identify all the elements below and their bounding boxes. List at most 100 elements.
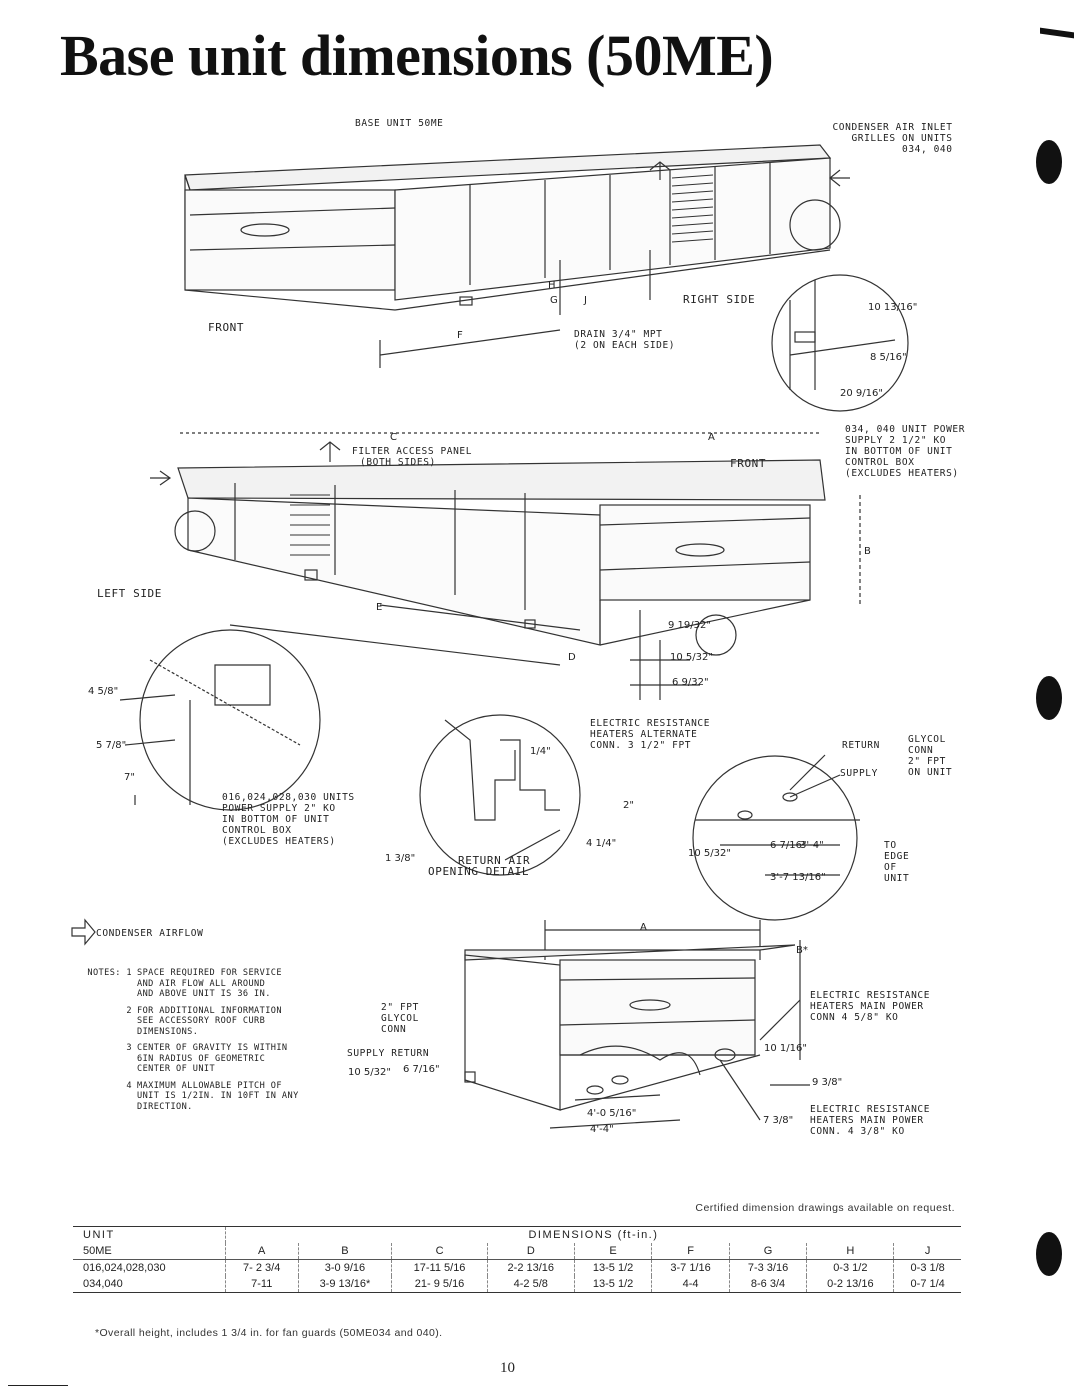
- dim-6-7: 6 7/16": [770, 840, 807, 851]
- table-cell: 0-3 1/8: [893, 1259, 961, 1276]
- dim-1-4: 1/4": [530, 746, 551, 757]
- dim-4-0: 4'-0 5/16": [587, 1108, 637, 1119]
- table-cell: 13-5 1/2: [573, 1259, 652, 1276]
- heaters-main-label-1: ELECTRIC RESISTANCE HEATERS MAIN POWER C…: [810, 990, 931, 1023]
- column-header: G: [728, 1243, 807, 1260]
- glycol-conn-label: GLYCOL CONN 2" FPT ON UNIT: [908, 734, 953, 778]
- table-cell: 0-2 13/16: [806, 1276, 894, 1293]
- condenser-air-inlet-label: CONDENSER AIR INLET GRILLES ON UNITS 034…: [832, 122, 953, 155]
- power-supply-016-label: 016,024,028,030 UNITS POWER SUPPLY 2" KO…: [222, 792, 355, 847]
- dim-8-5: 8 5/16": [870, 352, 907, 363]
- column-header: B: [297, 1243, 392, 1260]
- dim-4-4: 4'-4": [590, 1124, 614, 1135]
- dim-3-7: 3'-7 13/16": [770, 872, 826, 883]
- page-number: 10: [500, 1360, 515, 1376]
- return-air-label: RETURN AIR OPENING DETAIL: [428, 854, 531, 878]
- dim-6-7b: 6 7/16": [403, 1064, 440, 1075]
- dim-7: 7": [124, 772, 135, 783]
- front-label-mid: FRONT: [730, 457, 767, 470]
- table-cell: 8-6 3/4: [728, 1276, 807, 1293]
- dim-h: H: [548, 280, 556, 291]
- supply-return-label: SUPPLY RETURN: [347, 1048, 430, 1059]
- to-edge-label: TO EDGE OF UNIT: [884, 840, 910, 884]
- table-cell: 13-5 1/2: [573, 1276, 652, 1293]
- table-cell: 3-7 1/16: [651, 1259, 730, 1276]
- dim-3-4: 3'-4": [800, 840, 824, 851]
- table-cell: 7-11: [224, 1276, 299, 1293]
- table-row: 034,040 7-11 3-9 13/16* 21- 9 5/16 4-2 5…: [73, 1276, 961, 1293]
- table-cell: 2-2 13/16: [486, 1259, 575, 1276]
- dim-f: F: [457, 330, 463, 341]
- dim-4-5: 4 5/8": [88, 686, 119, 697]
- table-row: 016,024,028,030 7- 2 3/4 3-0 9/16 17-11 …: [73, 1259, 961, 1276]
- front-label-top: FRONT: [208, 321, 245, 334]
- table-cell: 0-3 1/2: [806, 1259, 894, 1276]
- note-item: NOTES: 1 SPACE REQUIRED FOR SERVICE AND …: [87, 968, 282, 999]
- column-header: A: [224, 1243, 299, 1260]
- filter-access-label: FILTER ACCESS PANEL (BOTH SIDES): [352, 446, 473, 468]
- column-header: J: [893, 1243, 961, 1260]
- dim-10-5c: 10 5/32": [348, 1067, 391, 1078]
- dimensions-table: UNIT DIMENSIONS (ft-in.) 50ME A B C D E …: [73, 1226, 961, 1293]
- dim-1-3: 1 3/8": [385, 853, 416, 864]
- column-header: D: [486, 1243, 575, 1260]
- note-item: 2 FOR ADDITIONAL INFORMATION SEE ACCESSO…: [126, 1005, 282, 1037]
- dim-a-low: A: [640, 922, 647, 933]
- table-cell: 4-4: [651, 1276, 730, 1293]
- table-cell: 4-2 5/8: [486, 1276, 575, 1293]
- condenser-airflow-label: CONDENSER AIRFLOW: [96, 928, 204, 939]
- binder-hole-top: [1036, 140, 1062, 184]
- dim-j: J: [584, 295, 587, 306]
- table-cell: 7-3 3/16: [728, 1259, 807, 1276]
- dimensions-header: DIMENSIONS (ft-in.): [224, 1226, 961, 1243]
- dim-c: C: [390, 432, 397, 443]
- dim-b: B: [864, 546, 871, 557]
- note-item: 3 CENTER OF GRAVITY IS WITHIN 6IN RADIUS…: [126, 1043, 288, 1074]
- dim-6-9: 6 9/32": [672, 677, 709, 688]
- dim-5-7: 5 7/8": [96, 740, 127, 751]
- column-header: H: [806, 1243, 894, 1260]
- page-title: Base unit dimensions (50ME): [60, 23, 774, 88]
- table-cell: 17-11 5/16: [391, 1259, 488, 1276]
- column-header: F: [651, 1243, 730, 1260]
- supply-label: SUPPLY: [840, 768, 878, 779]
- corner-mark: [1040, 27, 1074, 39]
- return-label: RETURN: [842, 740, 880, 751]
- table-cell: 0-7 1/4: [893, 1276, 961, 1293]
- dim-7-3: 7 3/8": [763, 1115, 794, 1126]
- right-side-label: RIGHT SIDE: [683, 293, 756, 306]
- middle-unit-drawing: [119, 432, 861, 921]
- table-columns-row: 50ME A B C D E F G H J: [73, 1243, 961, 1260]
- table-header-row: UNIT DIMENSIONS (ft-in.): [73, 1226, 961, 1243]
- base-unit-label: BASE UNIT 50ME: [355, 118, 444, 129]
- fpt-glycol-label: 2" FPT GLYCOL CONN: [381, 1002, 419, 1035]
- dim-4-1: 4 1/4": [586, 838, 617, 849]
- certified-note: Certified dimension drawings available o…: [695, 1202, 955, 1214]
- column-header: E: [573, 1243, 652, 1260]
- power-supply-034-040-label: 034, 040 UNIT POWER SUPPLY 2 1/2" KO IN …: [845, 424, 966, 479]
- table-cell: 7- 2 3/4: [224, 1259, 299, 1276]
- dim-9-19: 9 19/32": [668, 620, 711, 631]
- dim-10-1: 10 1/16": [764, 1043, 807, 1054]
- dim-10-13: 10 13/16": [868, 302, 918, 313]
- electric-alternate-label: ELECTRIC RESISTANCE HEATERS ALTERNATE CO…: [590, 718, 711, 751]
- dim-e: E: [376, 602, 383, 613]
- dim-2: 2": [623, 800, 634, 811]
- notes-block: NOTES: 1 SPACE REQUIRED FOR SERVICE AND …: [80, 968, 340, 1118]
- table-cell: 21- 9 5/16: [391, 1276, 488, 1293]
- dim-9-3: 9 3/8": [812, 1077, 843, 1088]
- dim-b-star: B*: [796, 945, 808, 956]
- dim-d: D: [568, 652, 576, 663]
- table-cell: 3-9 13/16*: [297, 1276, 392, 1293]
- drain-label: DRAIN 3/4" MPT (2 ON EACH SIDE): [574, 329, 676, 351]
- heaters-main-label-2: ELECTRIC RESISTANCE HEATERS MAIN POWER C…: [810, 1104, 931, 1137]
- left-side-label: LEFT SIDE: [97, 587, 163, 600]
- top-unit-drawing: [184, 144, 909, 412]
- column-header: C: [391, 1243, 488, 1260]
- bottom-unit-drawing: [464, 920, 810, 1129]
- model-header: 50ME: [73, 1243, 226, 1260]
- table-cell: 3-0 9/16: [297, 1259, 392, 1276]
- dim-10-5b: 10 5/32": [688, 848, 731, 859]
- dim-20-9: 20 9/16": [840, 388, 883, 399]
- binder-hole-bottom: [1036, 1232, 1062, 1276]
